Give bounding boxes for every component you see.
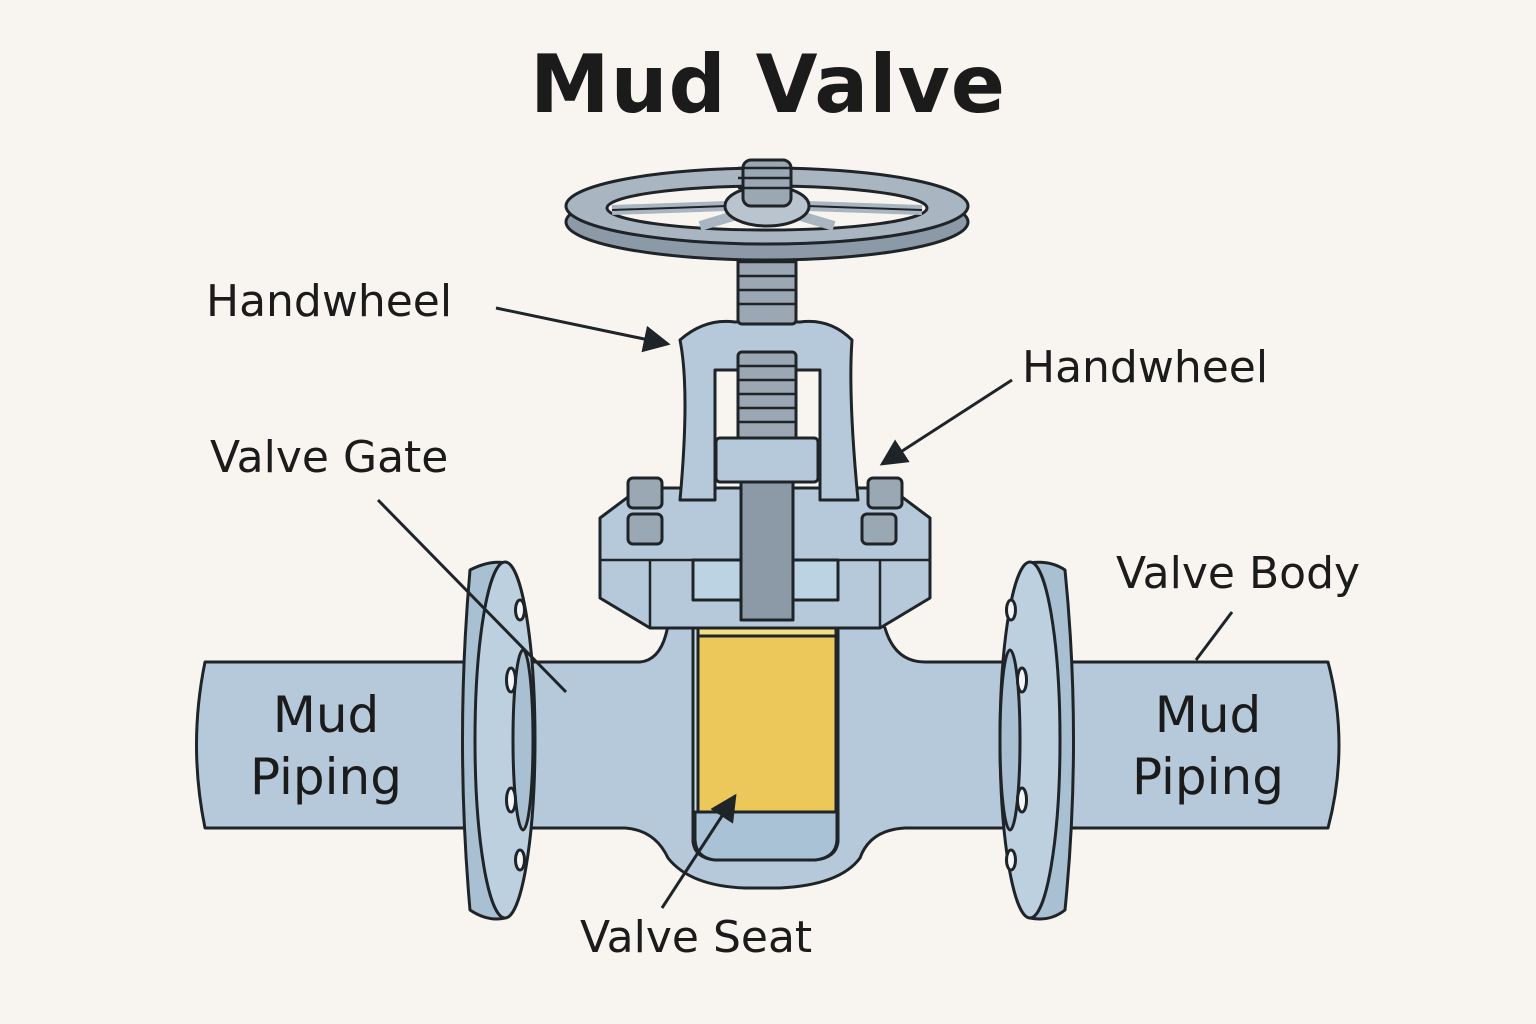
- leader-valve-body: [1194, 611, 1234, 661]
- left-pipe-line-2: Piping: [249, 748, 402, 806]
- right-pipe-line-1: Mud: [1154, 686, 1262, 744]
- label-mud-piping-left: Mud Piping: [206, 684, 446, 808]
- leader-valve-gate: [376, 498, 568, 694]
- flange-bolt-holes: [505, 598, 1028, 872]
- left-pipe: [195, 660, 472, 830]
- stem-collar: [714, 436, 820, 484]
- right-pipe: [1058, 660, 1341, 830]
- thread-lines: [738, 166, 796, 424]
- left-flange: [461, 560, 537, 921]
- valve-stem: [739, 480, 795, 622]
- handwheel: [564, 158, 970, 262]
- leader-lines: [376, 306, 1234, 909]
- leader-handwheel-left: [495, 306, 671, 353]
- label-handwheel-left: Handwheel: [206, 276, 453, 327]
- right-pipe-line-2: Piping: [1131, 748, 1284, 806]
- label-valve-body: Valve Body: [1116, 548, 1361, 599]
- label-handwheel-right: Handwheel: [1022, 342, 1269, 393]
- leader-valve-seat: [660, 793, 737, 909]
- page-title: Mud Valve: [529, 38, 1007, 131]
- bonnet-bolts: [626, 476, 904, 546]
- label-valve-gate: Valve Gate: [210, 432, 449, 483]
- leader-handwheel-right: [879, 378, 1013, 466]
- label-valve-seat: Valve Seat: [580, 912, 813, 963]
- yoke: [678, 319, 860, 502]
- right-flange: [998, 560, 1075, 921]
- valve-gate: [696, 606, 838, 814]
- left-pipe-line-1: Mud: [272, 686, 380, 744]
- label-mud-piping-right: Mud Piping: [1088, 684, 1328, 808]
